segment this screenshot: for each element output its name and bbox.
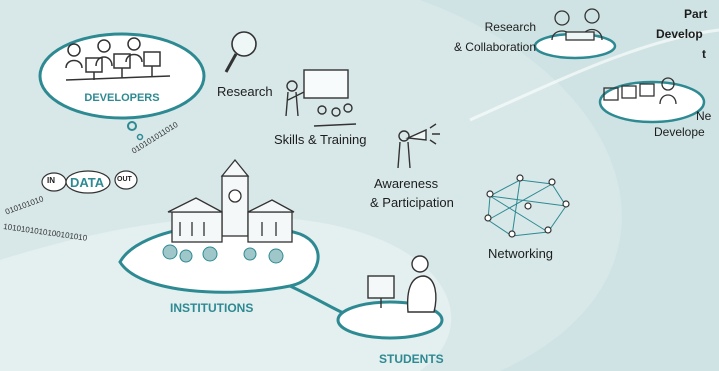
data-out-tag: OUT <box>117 176 132 183</box>
developers-label: DEVELOPERS <box>84 92 160 104</box>
megaphone-icon <box>397 123 440 169</box>
institutions-to-students-connector <box>289 284 351 318</box>
student-at-computer-icon <box>367 255 437 313</box>
skills-training-label: Skills & Training <box>274 132 367 147</box>
data-in-tag: IN <box>47 176 55 185</box>
skills-training-illustration-icon <box>285 69 357 127</box>
partner-developers-label: Part Develop t <box>640 4 719 64</box>
partner-developers-island <box>598 80 706 124</box>
research-collaboration-label: Research & Collaboration <box>430 17 536 57</box>
partner-line2: Develop <box>656 27 703 41</box>
new-dev-line1: Ne <box>696 109 712 123</box>
partner-developers-illustration-icon <box>603 77 677 105</box>
data-word: DATA <box>70 175 105 190</box>
magnifier-icon <box>224 31 257 73</box>
networking-illustration-icon <box>487 179 567 237</box>
partner-line3: t <box>702 47 706 61</box>
awareness-line2: & Participation <box>370 195 454 210</box>
networking-label: Networking <box>488 246 554 261</box>
data-stream-path <box>41 170 138 194</box>
research-collaboration-line1: Research <box>484 20 536 34</box>
institutions-label: INSTITUTIONS <box>170 301 254 315</box>
partner-line1: Part <box>684 7 708 21</box>
research-collaboration-line2: & Collaboration <box>453 40 536 54</box>
collaboration-illustration-icon <box>551 8 603 41</box>
institution-building-icon <box>167 158 295 243</box>
research-label: Research <box>217 84 273 99</box>
new-developers-label: Ne Develope <box>654 108 719 140</box>
developers-illustration-icon <box>65 37 171 81</box>
students-label: STUDENTS <box>379 352 444 366</box>
awareness-line1: Awareness <box>374 176 439 191</box>
new-dev-line2: Develope <box>654 125 705 139</box>
awareness-participation-label: Awareness & Participation <box>370 174 470 212</box>
